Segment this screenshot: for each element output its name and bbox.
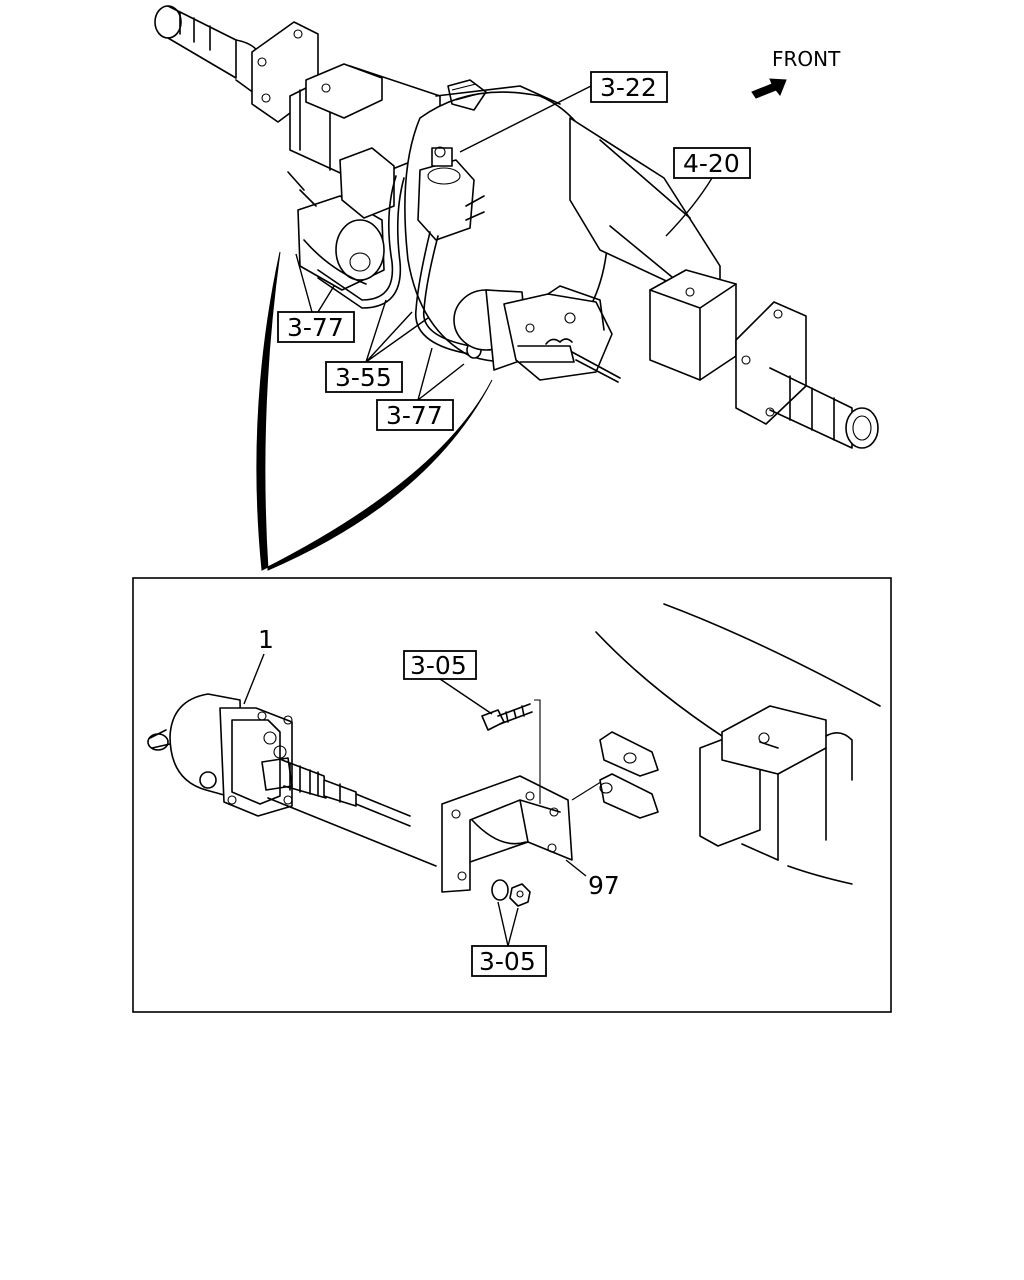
- callout-4-20[interactable]: 4-20: [665, 147, 751, 237]
- right-brake-chamber: [453, 285, 621, 383]
- callout-3-55[interactable]: 3-55: [325, 299, 429, 393]
- callout-3-55-label: 3-55: [335, 363, 392, 392]
- callout-3-22[interactable]: 3-22: [459, 71, 668, 153]
- callout-3-77-right-label: 3-77: [386, 401, 443, 430]
- callout-3-22-label: 3-22: [600, 73, 657, 102]
- part-1-label: 1: [243, 625, 274, 705]
- callout-3-77-left-label: 3-77: [287, 313, 344, 342]
- callout-3-05-bottom[interactable]: 3-05: [471, 901, 547, 977]
- front-direction-indicator: FRONT: [751, 47, 841, 99]
- callout-3-05-bottom-label: 3-05: [479, 947, 536, 976]
- detail-axle-housing: [595, 603, 881, 885]
- callout-3-05-top[interactable]: 3-05: [403, 650, 493, 715]
- callout-3-77-left[interactable]: 3-77: [277, 253, 355, 343]
- detail-frame: [132, 577, 892, 1013]
- brake-chamber-part-1: [147, 693, 437, 867]
- part-97-label: 97: [565, 859, 620, 900]
- spacer-blocks: [599, 731, 659, 819]
- callout-4-20-label: 4-20: [683, 149, 740, 178]
- zoom-indicator: [256, 251, 493, 571]
- bracket-part-97: [441, 699, 605, 893]
- nut-and-washer-3-05: [491, 879, 531, 907]
- front-label: FRONT: [772, 47, 841, 71]
- callout-3-05-top-label: 3-05: [410, 651, 467, 680]
- part-1-number: 1: [258, 625, 274, 654]
- brake-valve: [417, 146, 485, 241]
- callout-3-77-right[interactable]: 3-77: [376, 347, 465, 431]
- left-brake-chamber: [287, 147, 395, 291]
- front-arrow-icon: [751, 78, 787, 99]
- part-97-number: 97: [588, 871, 620, 900]
- bolt-3-05: [481, 703, 533, 731]
